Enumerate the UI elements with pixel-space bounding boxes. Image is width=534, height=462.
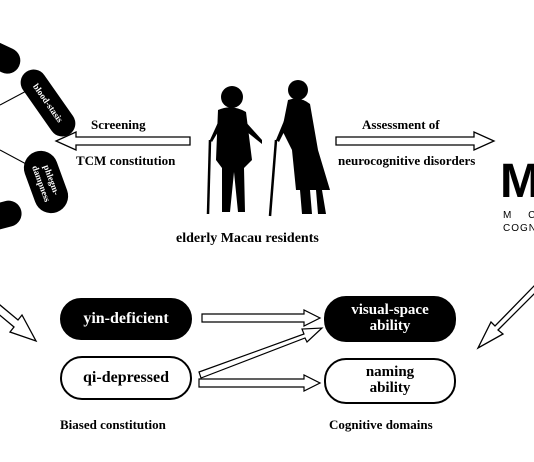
- naming-label: naming ability: [365, 364, 415, 396]
- arrow-screening: [54, 130, 191, 152]
- qi-depressed-box: qi-depressed: [60, 356, 192, 400]
- pill-blood-stasis: [20, 69, 76, 137]
- moca-logo-sub1: M C: [503, 210, 534, 221]
- assessment-label: Assessment of: [362, 117, 440, 132]
- connector-line-2: [0, 149, 29, 166]
- population-label: elderly Macau residents: [176, 231, 319, 246]
- elderly-man-silhouette: [206, 86, 262, 215]
- yin-deficient-label: yin-deficient: [83, 309, 169, 327]
- moca-logo-sub2: COGN: [503, 223, 534, 234]
- arrow-bottom-left: [0, 304, 38, 343]
- arrow-bottom-right: [476, 285, 534, 350]
- elderly-woman-silhouette: [268, 80, 330, 217]
- naming-box: naming ability: [324, 358, 456, 404]
- visual-space-box: visual-space ability: [324, 296, 456, 342]
- yin-deficient-box: yin-deficient: [60, 298, 192, 340]
- moca-logo-word: M: [500, 155, 534, 208]
- arrow-qi-to-naming: [198, 374, 322, 392]
- arrow-qi-to-visual: [198, 327, 324, 379]
- visual-space-label: visual-space ability: [351, 302, 429, 334]
- cognitive-domains-label: Cognitive domains: [329, 417, 433, 432]
- tcm-constitution-label: TCM constitution: [76, 153, 176, 168]
- pill-top-left: [0, 32, 21, 74]
- arrow-yin-to-visual: [201, 309, 322, 327]
- pill-phlegm-dampness: [23, 150, 69, 214]
- screening-label: Screening: [91, 117, 146, 132]
- neurocognitive-label: neurocognitive disorders: [338, 153, 476, 168]
- pill-bottom-left: [0, 200, 22, 234]
- qi-depressed-label: qi-depressed: [83, 368, 169, 386]
- arrow-assessment: [335, 130, 496, 152]
- biased-constitution-label: Biased constitution: [60, 417, 166, 432]
